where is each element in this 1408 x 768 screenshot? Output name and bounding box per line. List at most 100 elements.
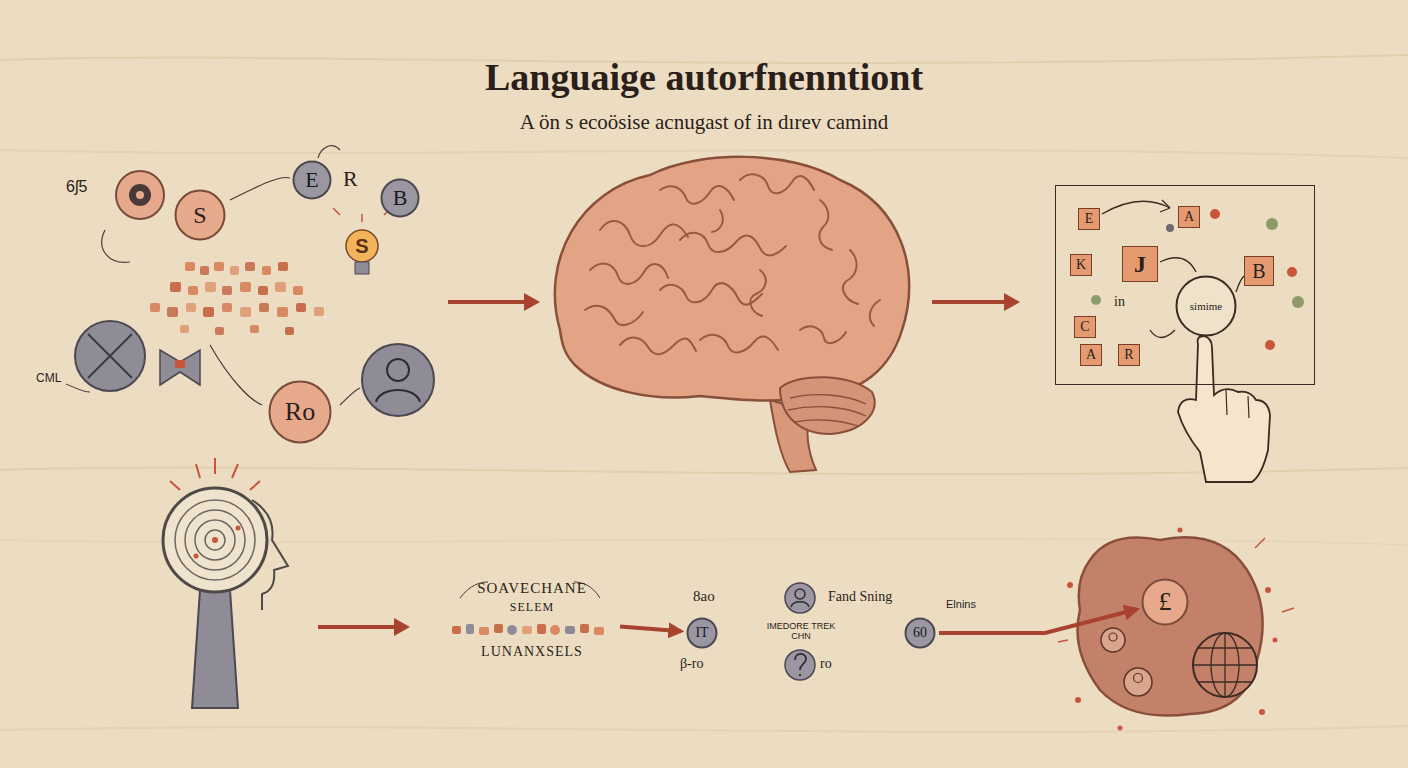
global-mind-blob-part xyxy=(1273,638,1278,643)
brain-drawing-part xyxy=(788,395,866,426)
concept-cluster-part xyxy=(188,286,198,295)
flow-arrow-part xyxy=(448,300,528,304)
letter-tile-text: C xyxy=(1080,319,1089,334)
global-mind-blob-part xyxy=(1124,668,1152,696)
concept-cluster-part xyxy=(129,184,151,206)
brain-drawing-part xyxy=(590,263,668,283)
flow-arrow-part xyxy=(394,618,410,636)
listening-head-part xyxy=(205,530,225,550)
global-mind-blob-part xyxy=(1259,709,1265,715)
global-mind-blob-part xyxy=(1134,674,1143,683)
board-drawing-part xyxy=(1150,330,1175,338)
concept-cluster-part xyxy=(167,307,178,317)
sound-badge-marks-part xyxy=(466,624,474,634)
sound-badge-marks-part xyxy=(494,624,503,633)
symbol-text-holder: IMEDORE TREK CHN xyxy=(764,621,838,642)
concept-cluster-part xyxy=(222,303,232,312)
letter-tile: B xyxy=(1244,256,1274,286)
sound-badge: SOAVECHANESELEMLUNANXSELS xyxy=(447,580,617,659)
concept-cluster-part xyxy=(66,384,90,392)
flow-arrow xyxy=(620,627,681,632)
listening-head xyxy=(163,458,288,708)
listening-head-part xyxy=(195,520,235,560)
sound-badge-text: LUNANXSELS xyxy=(481,644,583,659)
diagram-title: Languaige autorfnenntiont xyxy=(0,56,1408,100)
concept-cluster-part xyxy=(205,282,216,292)
brain-drawing-part xyxy=(700,335,778,353)
brain-drawing-part xyxy=(870,300,880,326)
concept-cluster-part xyxy=(376,390,420,402)
concept-cluster-part xyxy=(355,262,369,274)
global-mind-blob-part xyxy=(1198,648,1252,682)
sound-badge-text: SOAVECHANE xyxy=(477,580,587,597)
wood-ground-part xyxy=(0,726,1408,732)
board-drawing-part xyxy=(1266,218,1278,230)
brain-drawing xyxy=(555,157,909,472)
global-mind-blob-part xyxy=(1193,664,1257,665)
board-drawing-part xyxy=(1178,336,1270,482)
letter-tile-text: J xyxy=(1134,251,1146,277)
concept-cluster-part xyxy=(150,303,160,312)
scribble-text: 6ʃ5 xyxy=(66,178,87,196)
global-mind-blob-part xyxy=(1109,633,1117,641)
symbol-cluster-part xyxy=(795,589,805,599)
symbol-circle-fill xyxy=(688,619,717,648)
concept-circle: S xyxy=(174,189,226,241)
concept-cluster-part xyxy=(296,303,306,312)
listening-head-part xyxy=(185,510,245,570)
symbol-circle: 60 xyxy=(904,617,936,649)
global-mind-blob xyxy=(1058,528,1294,731)
sound-badge-marks-part xyxy=(507,625,517,635)
scribble-text-holder: 6ʃ5 xyxy=(66,178,87,196)
focus-circle: simime xyxy=(1175,275,1237,337)
concept-cluster-part xyxy=(318,146,340,158)
letter-circle-text: B xyxy=(393,186,408,210)
symbol-text: Fand Sning xyxy=(828,589,892,605)
listening-head-part xyxy=(252,500,288,610)
concept-cluster-part xyxy=(88,334,132,378)
flow-arrow xyxy=(939,609,1137,633)
listening-head-part xyxy=(163,488,267,592)
concept-cluster-part xyxy=(278,262,288,271)
note-label-holder: CML xyxy=(36,372,61,386)
board-drawing-part xyxy=(1287,267,1297,277)
board-drawing-part xyxy=(1226,390,1249,418)
symbol-circle-fill xyxy=(906,619,935,648)
concept-cluster-part xyxy=(250,325,259,333)
focus-circle-text: simime xyxy=(1190,300,1222,312)
global-mind-blob-part xyxy=(1265,587,1271,593)
concept-cluster-part xyxy=(175,360,185,368)
brain-drawing-part xyxy=(740,174,814,193)
concept-cluster-part xyxy=(214,262,224,271)
flow-arrow-part xyxy=(932,300,1008,304)
concept-cluster-part xyxy=(285,327,294,335)
brain-drawing-part xyxy=(585,174,880,354)
letter-circle-text: E xyxy=(305,168,318,192)
board-drawing-part xyxy=(1160,200,1170,212)
symbol-text-holder: ro xyxy=(820,656,832,672)
concept-cluster-part xyxy=(333,208,391,222)
board-drawing-part xyxy=(1210,209,1220,219)
letter-tile-text: E xyxy=(1085,211,1094,226)
concept-circle-text: S xyxy=(193,202,206,228)
brain-drawing-part xyxy=(600,221,688,246)
bulb-letter-holder: S xyxy=(355,235,368,258)
currency-circle: £ xyxy=(1141,578,1189,626)
letter-tile: R xyxy=(1118,344,1140,366)
concept-circle-fill xyxy=(270,382,331,443)
symbol-text: Elnins xyxy=(946,598,976,611)
letter-circle: B xyxy=(380,178,420,218)
concept-cluster-part xyxy=(230,177,290,200)
listening-head-part xyxy=(212,537,218,543)
concept-cluster-part xyxy=(102,230,130,262)
concept-cluster-part xyxy=(262,266,271,275)
letter-tile: A xyxy=(1080,344,1102,366)
concept-cluster-part xyxy=(210,345,262,405)
global-mind-blob-part xyxy=(1058,538,1294,642)
concept-cluster-part xyxy=(275,282,286,292)
bulb-letter: S xyxy=(355,235,368,258)
concept-cluster-part xyxy=(346,230,378,262)
concept-cluster-part xyxy=(186,303,196,312)
sound-badge-marks-part xyxy=(580,624,589,633)
